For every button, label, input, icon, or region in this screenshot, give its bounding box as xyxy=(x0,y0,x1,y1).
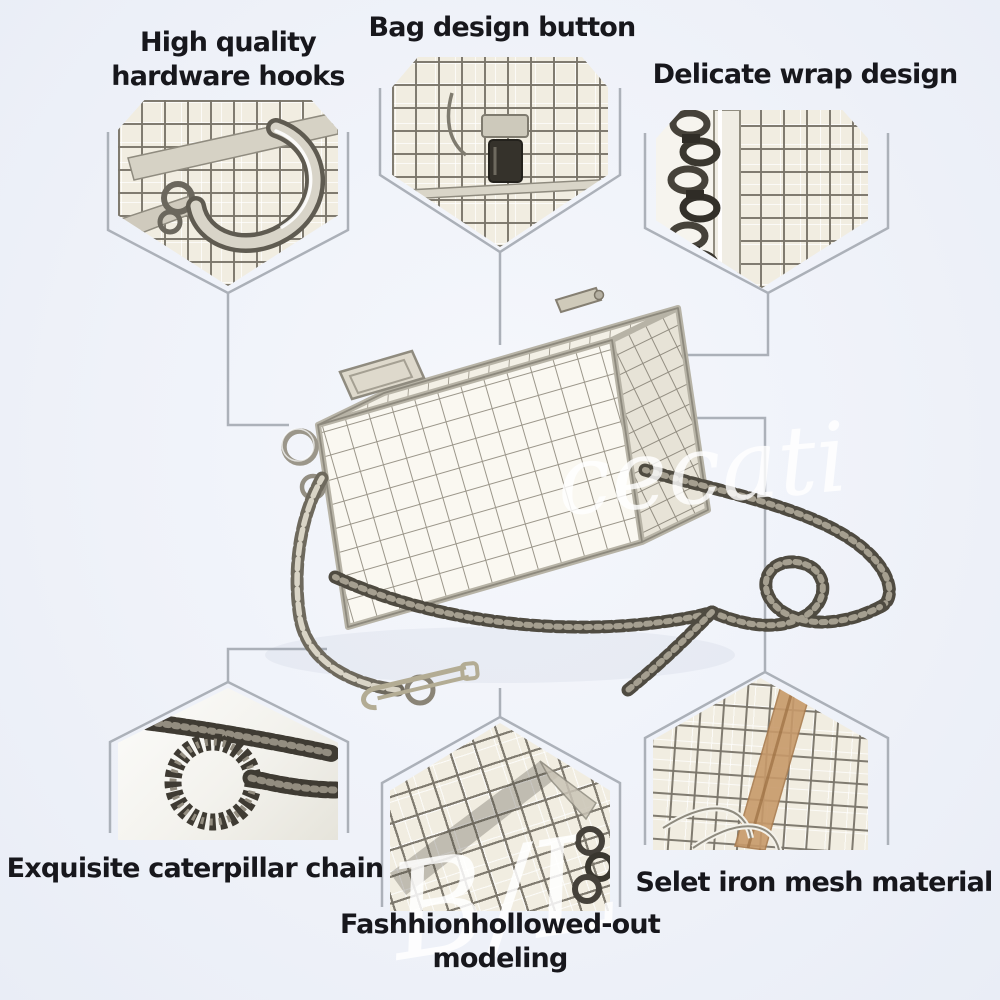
clasp-frame xyxy=(338,349,426,401)
label-line: modeling xyxy=(432,943,569,974)
watermark-bottom: B/L xyxy=(377,804,629,992)
chain-icon xyxy=(139,713,338,831)
label-line: Delicate wrap design xyxy=(652,59,959,90)
bag-shadow xyxy=(265,627,735,683)
label-line: hardware hooks xyxy=(111,61,345,92)
cage-bag xyxy=(265,286,735,683)
chain-fragment-icon xyxy=(572,826,610,904)
label-line: Bag design button xyxy=(368,12,637,43)
button-icon xyxy=(488,139,523,183)
label-line: Exquisite caterpillar chain xyxy=(6,853,385,884)
leader-top-right xyxy=(676,293,770,357)
label-line: Selet iron mesh material xyxy=(635,867,994,898)
ring-icon xyxy=(157,209,183,235)
callout-label-hollowed-modeling: Fashhionhollowed-out modeling xyxy=(300,908,700,976)
photo-hardware-hooks xyxy=(118,100,338,286)
button-plate xyxy=(481,114,529,138)
leader-top-left xyxy=(226,293,289,427)
callout-label-design-button: Bag design button xyxy=(352,11,652,45)
metal-corner xyxy=(539,760,598,821)
hollowed-modeling-detail xyxy=(390,760,610,904)
wire-hook-icon xyxy=(446,92,468,157)
callout-label-wrap-design: Delicate wrap design xyxy=(640,58,970,92)
label-line: High quality xyxy=(140,27,317,58)
design-button-detail xyxy=(401,92,603,201)
caterpillar-chain-detail xyxy=(139,713,338,831)
callout-label-iron-mesh: Selet iron mesh material xyxy=(628,866,1000,900)
hexagon-outline-top-left xyxy=(106,132,350,295)
hexagon-outline-bottom-left xyxy=(108,680,350,833)
watermark-center: cecati xyxy=(552,401,852,538)
hardware-hooks-detail xyxy=(118,111,338,254)
latch xyxy=(554,286,605,314)
callout-label-hardware-hooks: High quality hardware hooks xyxy=(28,26,428,94)
callout-label-caterpillar-chain: Exquisite caterpillar chain xyxy=(0,852,390,886)
hexagon-outline-top-center xyxy=(378,88,622,254)
hexagon-outline-bottom-right xyxy=(643,670,890,845)
label-line: Fashhionhollowed-out xyxy=(340,909,661,940)
photo-hollowed-modeling xyxy=(390,723,610,911)
box-edge-shadow xyxy=(390,761,560,895)
photo-design-button xyxy=(392,57,608,247)
hexagon-outline-top-right xyxy=(643,133,890,295)
safety-pin xyxy=(361,661,480,710)
callout-outlines xyxy=(106,88,890,907)
shoulder-chain xyxy=(290,463,896,697)
leader-bottom-left xyxy=(226,647,327,682)
